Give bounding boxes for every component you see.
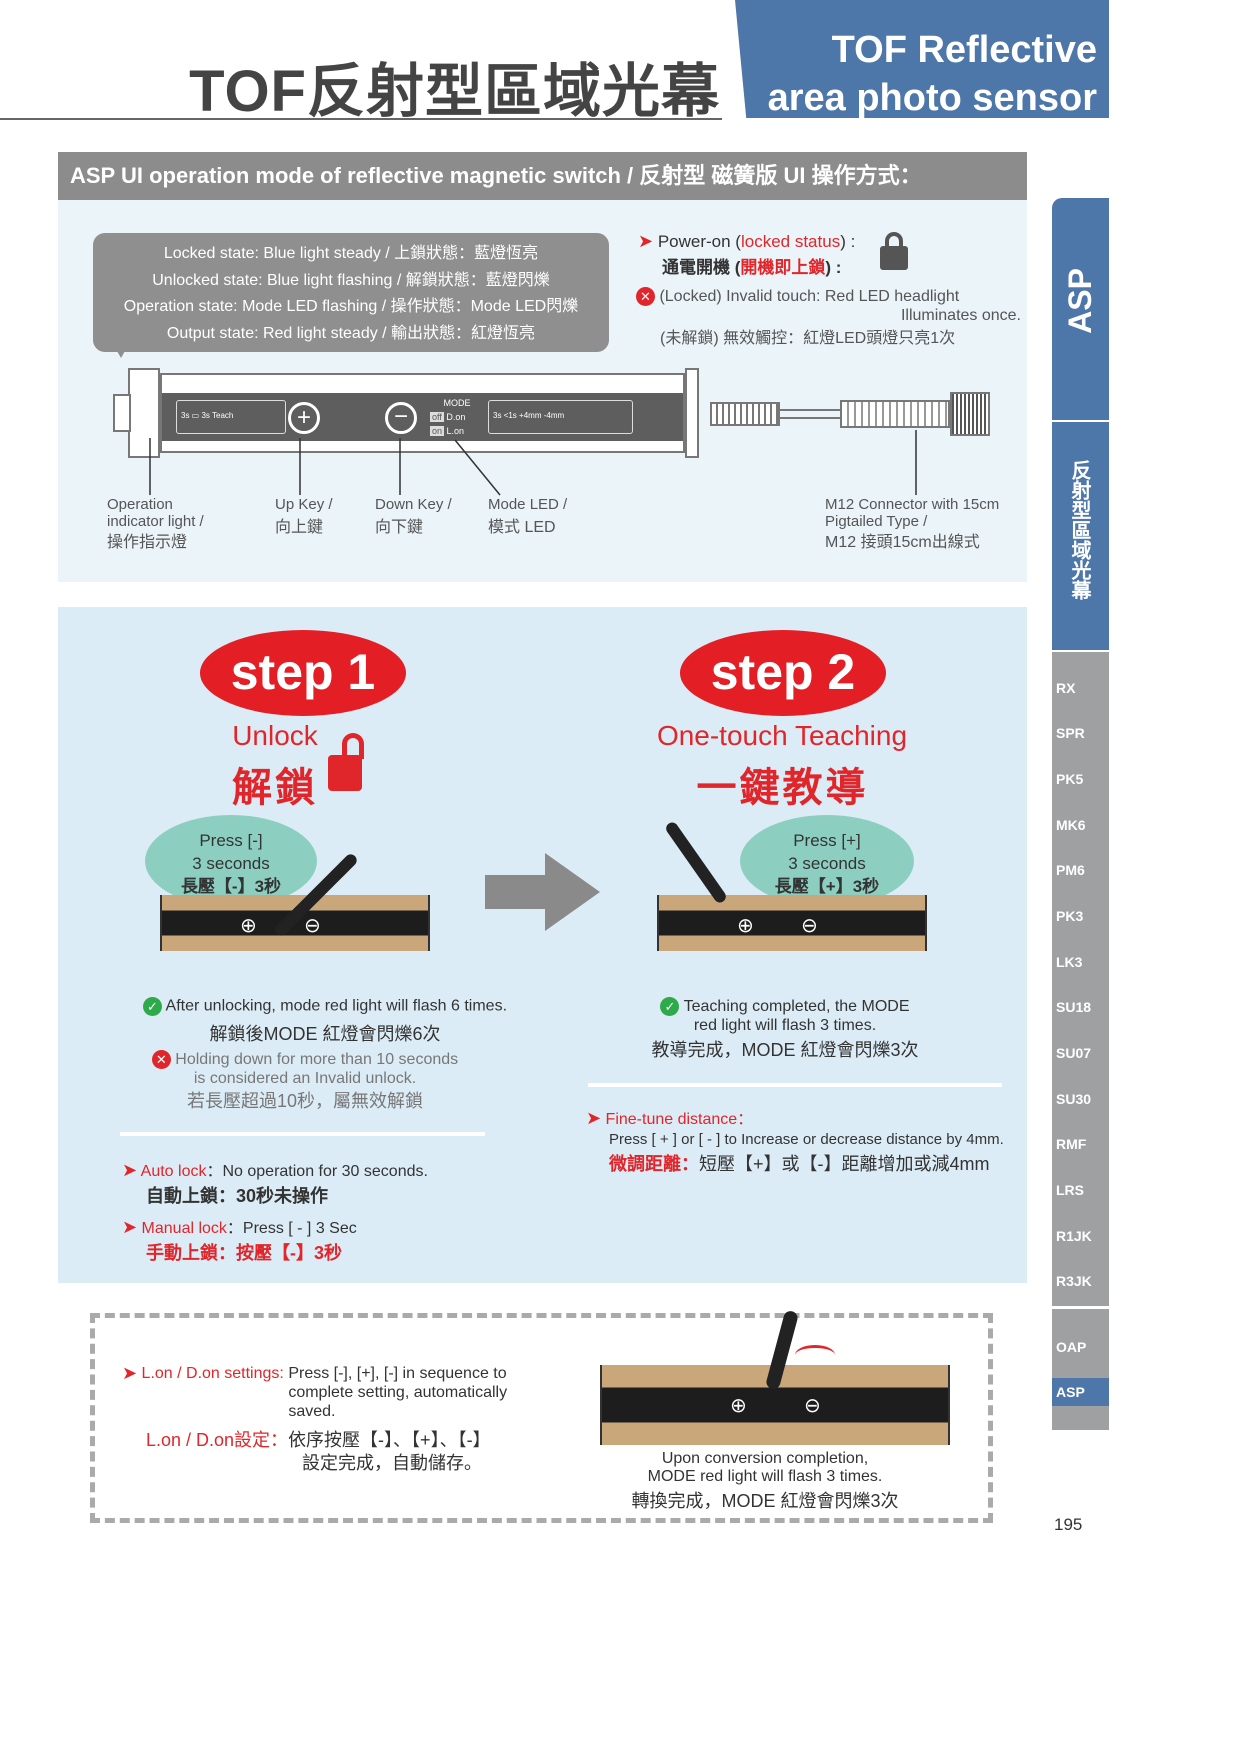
- state-locked: Locked state: Blue light steady / 上鎖狀態：藍…: [163, 245, 539, 262]
- plus-key-icon: ⊕: [737, 915, 754, 937]
- minus-key-icon: ⊖: [801, 915, 818, 937]
- minus-key-icon: ⊖: [804, 1395, 821, 1417]
- step1-invalid-note: ✕ Holding down for more than 10 seconds …: [115, 1050, 495, 1111]
- step1-badge: step 1: [200, 630, 406, 716]
- sidebar-item-rx[interactable]: RX: [1056, 680, 1076, 696]
- sidebar-item-su07[interactable]: SU07: [1056, 1045, 1092, 1061]
- lon-don-note: ➤ L.on / D.on settings: Press [-], [+], …: [122, 1363, 508, 1473]
- sidebar-item-r1jk[interactable]: R1JK: [1056, 1228, 1092, 1244]
- step2-success-note: ✓ Teaching completed, the MODE red light…: [651, 997, 919, 1061]
- step1-success-note: ✓ After unlocking, mode red light will f…: [95, 997, 555, 1046]
- mode-led: MODE off D.on on L.on: [430, 398, 471, 436]
- step1-title-en: Unlock: [232, 720, 318, 751]
- power-on-note: ➤ Power-on (locked status) : 通電開機 (開機即上鎖…: [638, 231, 856, 277]
- sidebar-item-pk3[interactable]: PK3: [1056, 908, 1084, 924]
- pointer-lines: [149, 430, 917, 496]
- sidebar-item-su30[interactable]: SU30: [1056, 1091, 1092, 1107]
- invalid-touch-note: ✕ (Locked) Invalid touch: Red LED headli…: [636, 287, 1021, 348]
- page-title-zh: TOF反射型區域光幕: [189, 59, 720, 124]
- sidebar-item-rmf[interactable]: RMF: [1056, 1136, 1087, 1152]
- auto-lock-note: ➤ Auto lock：No operation for 30 seconds.…: [122, 1160, 428, 1206]
- unlock-icon: [328, 733, 368, 791]
- title-underline: [0, 118, 722, 120]
- label-down-key: Down Key /向下鍵: [375, 496, 452, 536]
- sidebar-item-mk6[interactable]: MK6: [1056, 817, 1086, 833]
- plus-key-icon: ⊕: [240, 915, 257, 937]
- sensor-right-panel: 3s <1s +4mm -4mm: [488, 400, 633, 434]
- lock-icon: [880, 232, 908, 270]
- up-key[interactable]: +: [288, 402, 320, 434]
- state-output: Output state: Red light steady / 輸出狀態：紅燈…: [166, 324, 536, 342]
- sensor-diagram: 3s ▭ 3s Teach + − MODE off D.on on L.on …: [110, 368, 1000, 458]
- sidebar-item-lrs[interactable]: LRS: [1056, 1182, 1084, 1198]
- section-title: ASP UI operation mode of reflective magn…: [58, 152, 1027, 200]
- sidebar-item-su18[interactable]: SU18: [1056, 999, 1092, 1015]
- divider: [588, 1083, 1002, 1087]
- label-up-key: Up Key /向上鍵: [275, 496, 333, 536]
- label-mode-led: Mode LED /模式 LED: [488, 496, 568, 536]
- sidebar-list: RX SPR PK5 MK6 PM6 PK3 LK3 SU18 SU07 SU3…: [1052, 652, 1109, 1430]
- minus-key-icon: ⊖: [304, 915, 321, 937]
- sidebar-main-tab[interactable]: ASP: [1052, 198, 1109, 420]
- sidebar-item-r3jk[interactable]: R3JK: [1056, 1273, 1092, 1289]
- step2-badge: step 2: [680, 630, 886, 716]
- sensor-left-panel: 3s ▭ 3s Teach: [176, 400, 286, 434]
- page-number: 195: [1054, 1515, 1083, 1534]
- sidebar-item-asp-active[interactable]: ASP: [1056, 1384, 1085, 1400]
- error-icon: ✕: [151, 1050, 171, 1070]
- step1-title-zh: 解鎖: [232, 766, 318, 810]
- check-icon: ✓: [660, 997, 680, 1017]
- step2-sensor-bar: ⊕⊖: [657, 895, 927, 951]
- fine-tune-note: ➤ Fine-tune distance： Press [ + ] or [ -…: [586, 1108, 1004, 1174]
- sidebar-category: 反射型區域光幕: [1052, 422, 1109, 650]
- states-callout: Locked state: Blue light steady / 上鎖狀態：藍…: [93, 233, 609, 358]
- check-icon: ✓: [142, 997, 162, 1016]
- title-en-line2: area photo sensor: [767, 77, 1097, 119]
- divider: [120, 1132, 485, 1136]
- sidebar-item-oap[interactable]: OAP: [1056, 1339, 1087, 1355]
- next-arrow-icon: [485, 853, 600, 931]
- sidebar-item-pm6[interactable]: PM6: [1056, 862, 1085, 878]
- sidebar-item-spr[interactable]: SPR: [1056, 725, 1085, 741]
- error-icon: ✕: [636, 287, 655, 307]
- plus-key-icon: ⊕: [730, 1395, 747, 1417]
- sidebar-item-lk3[interactable]: LK3: [1056, 954, 1083, 970]
- rotate-arrow-icon: [795, 1345, 835, 1365]
- down-key[interactable]: −: [385, 402, 417, 434]
- title-en-box: TOF Reflective area photo sensor: [735, 0, 1109, 118]
- state-operation: Operation state: Mode LED flashing / 操作狀…: [123, 298, 579, 315]
- conversion-note: Upon conversion completion,MODE red ligh…: [631, 1450, 899, 1511]
- manual-lock-note: ➤ Manual lock：Press [ - ] 3 Sec 手動上鎖：按壓【…: [122, 1217, 357, 1263]
- state-unlocked: Unlocked state: Blue light flashing / 解鎖…: [152, 271, 550, 289]
- title-en-line1: TOF Reflective: [831, 29, 1097, 71]
- lon-don-settings-box: [90, 1313, 993, 1523]
- step2-title-en: One-touch Teaching: [656, 720, 908, 751]
- step2-title-zh: 一鍵教導: [696, 766, 869, 810]
- arrow-icon: ➤: [638, 231, 654, 251]
- sidebar-item-pk5[interactable]: PK5: [1056, 771, 1084, 787]
